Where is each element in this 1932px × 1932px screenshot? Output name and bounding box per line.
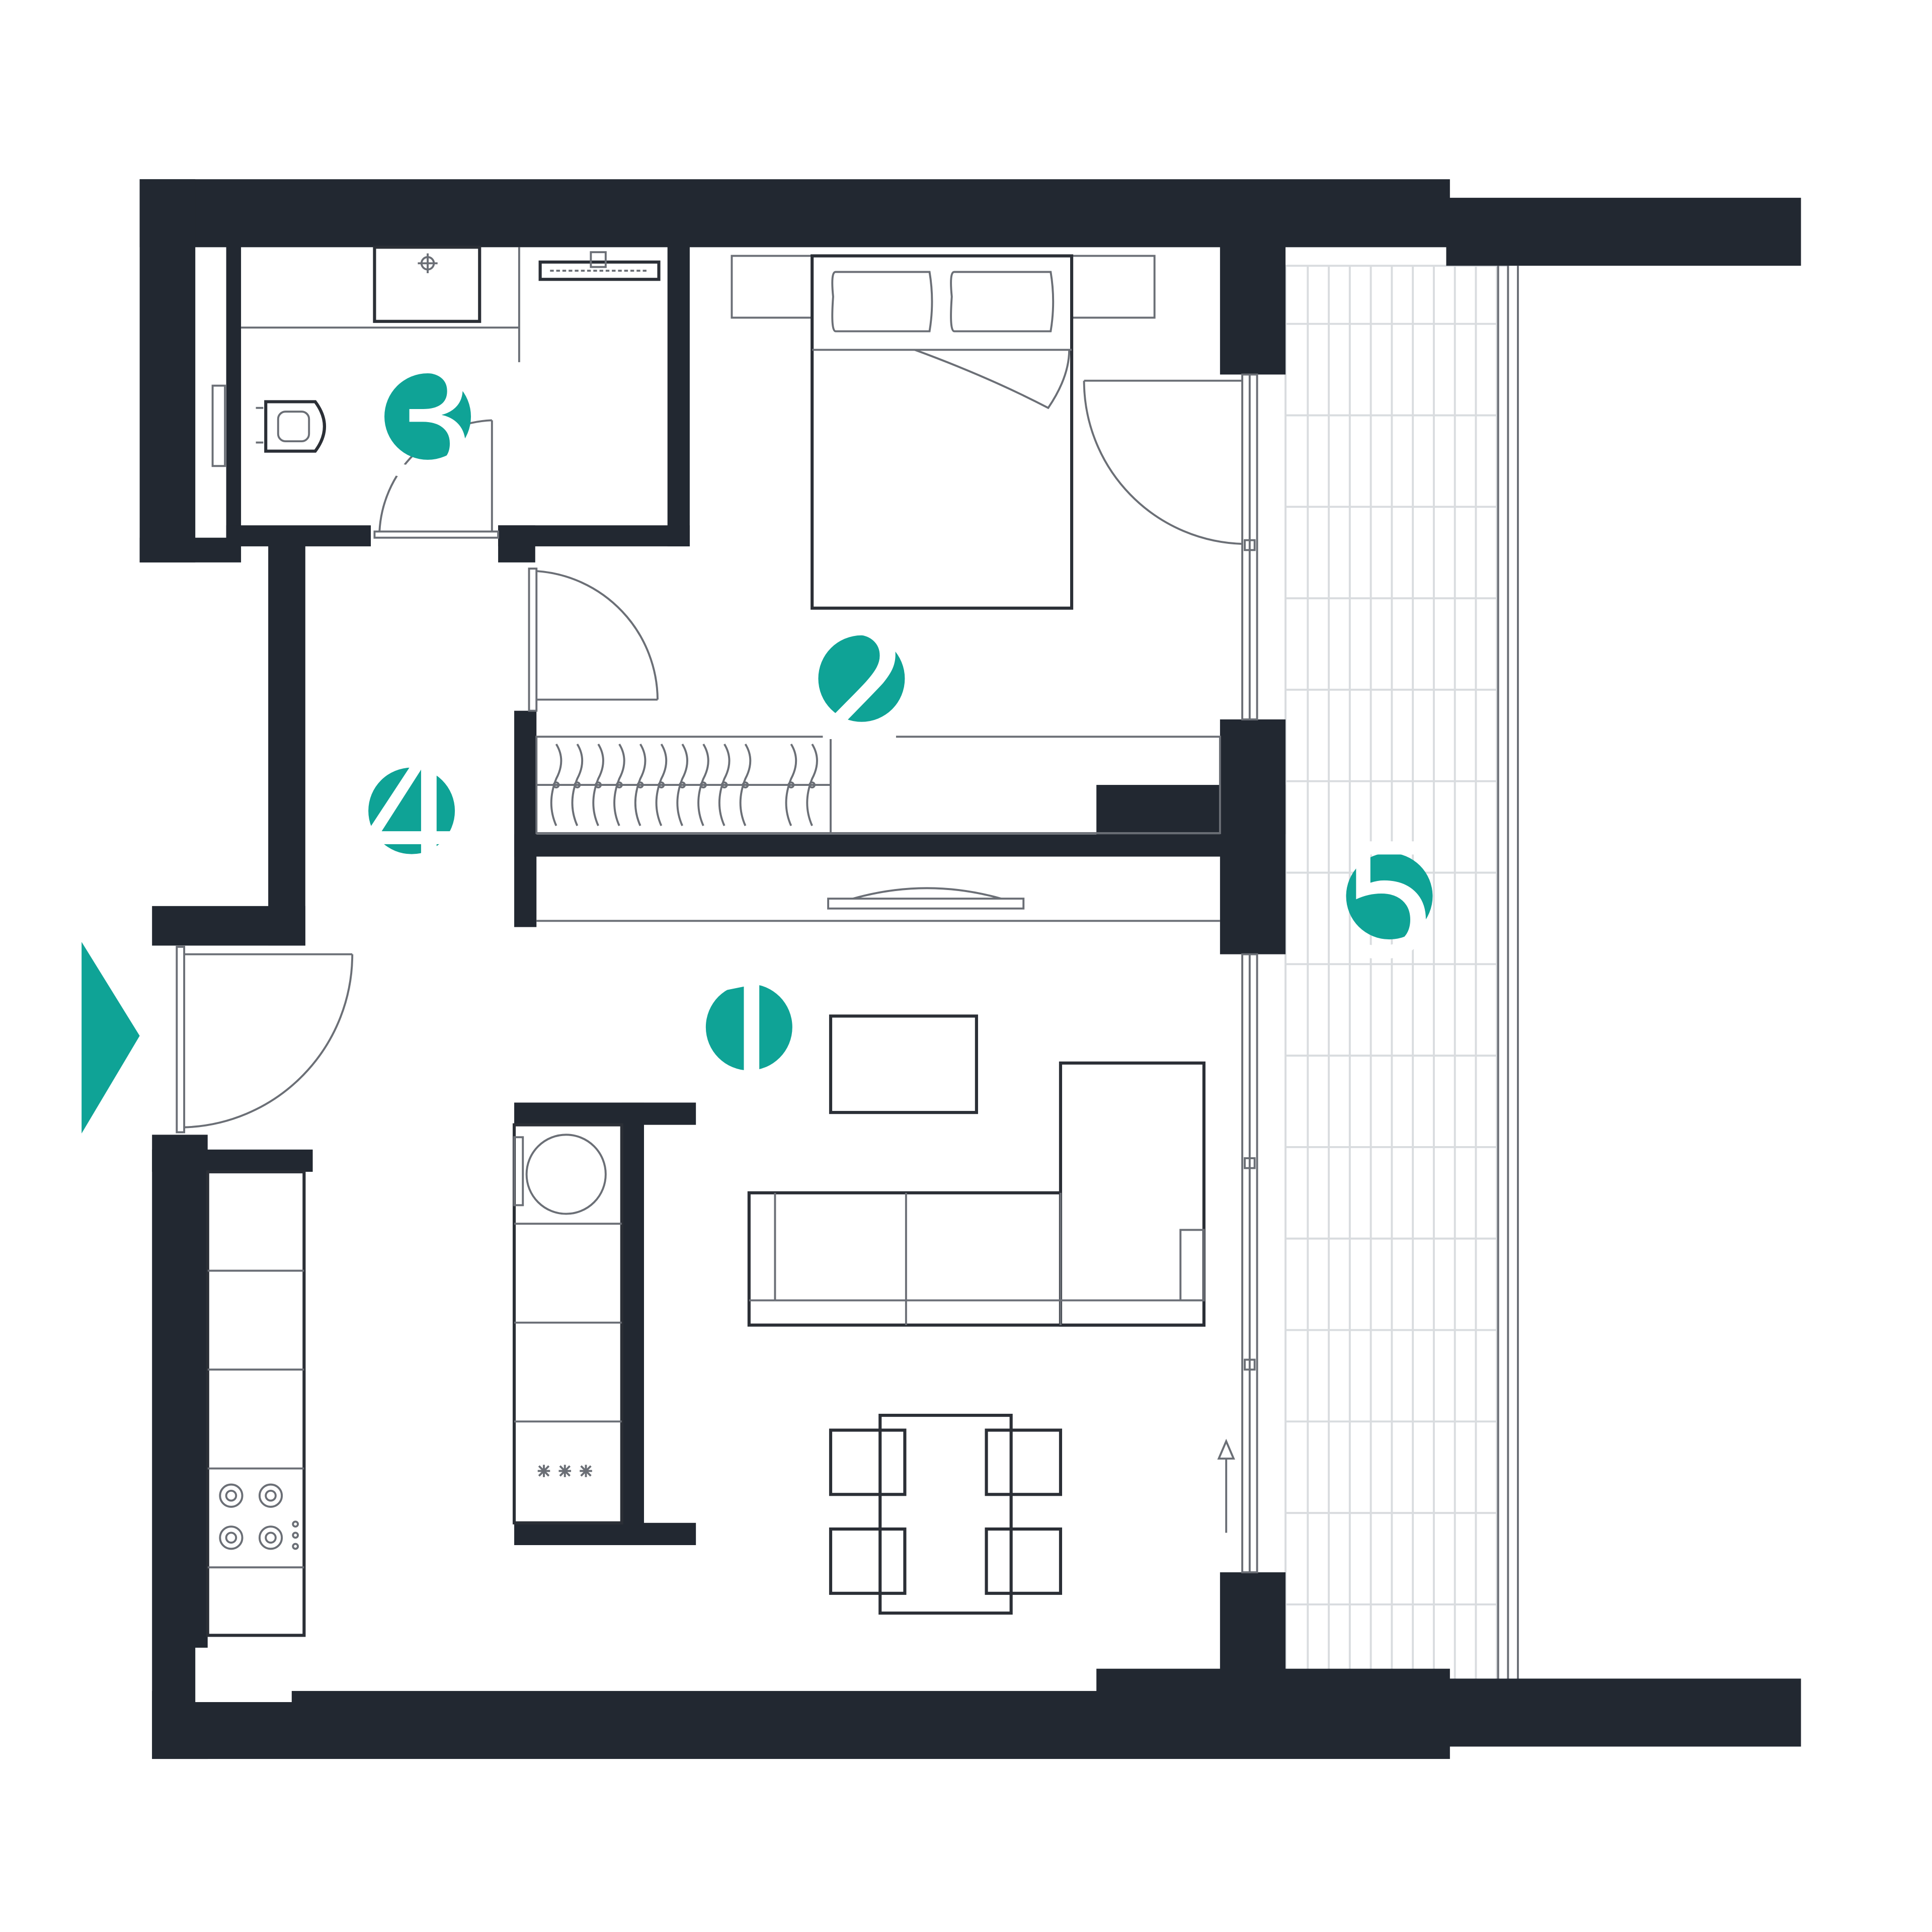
tv-icon bbox=[536, 887, 1220, 922]
room-number: 3 bbox=[377, 331, 478, 515]
kitchen-island bbox=[512, 1123, 623, 1524]
dining-table-icon bbox=[829, 1413, 1063, 1615]
room-number: 4 bbox=[361, 725, 462, 909]
washbasin-icon bbox=[373, 246, 481, 323]
cooktop-icon bbox=[219, 1483, 299, 1550]
entry-arrow-icon bbox=[82, 942, 140, 1134]
walls bbox=[139, 179, 1801, 1759]
toilet-icon bbox=[211, 384, 326, 467]
balcony-deck-icon bbox=[1284, 265, 1519, 1682]
room-number: 1 bbox=[699, 941, 799, 1125]
door-swing-icon[interactable] bbox=[176, 945, 354, 1134]
room-marker-4[interactable]: 4 bbox=[361, 725, 462, 909]
double-bed-icon bbox=[731, 254, 1156, 610]
room-marker-3[interactable]: 3 bbox=[377, 331, 478, 515]
coffee-table-icon bbox=[829, 1014, 978, 1114]
corner-sofa-icon bbox=[747, 1061, 1206, 1327]
window-frames bbox=[1217, 373, 1258, 1574]
room-number: 5 bbox=[1339, 810, 1439, 994]
room-number: 2 bbox=[811, 593, 912, 777]
room-marker-1[interactable]: 1 bbox=[699, 941, 799, 1125]
room-marker-5[interactable]: 5 bbox=[1339, 810, 1439, 994]
room-marker-2[interactable]: 2 bbox=[811, 593, 912, 777]
bathroom-fixtures bbox=[211, 246, 661, 467]
door-swing-icon[interactable] bbox=[528, 568, 659, 712]
washing-machine-icon bbox=[513, 1134, 607, 1215]
door-swing-icon[interactable] bbox=[1083, 379, 1243, 545]
kitchen-counter bbox=[206, 1170, 306, 1637]
shower-drain-icon bbox=[538, 251, 661, 281]
wardrobe-hangers-icon bbox=[535, 736, 1221, 834]
